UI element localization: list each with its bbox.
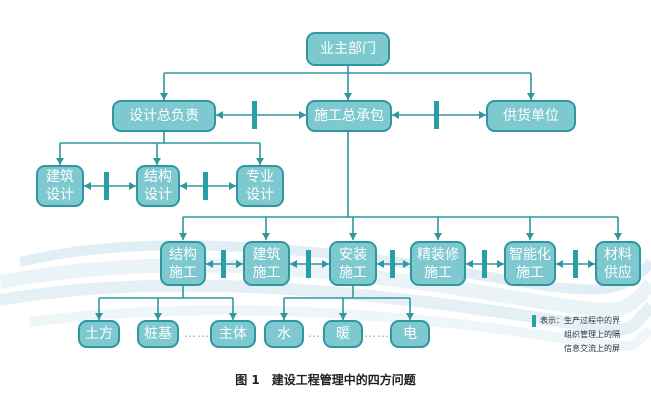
- barrier-smart-material: [573, 250, 578, 278]
- node-special-design: 专业 设计: [236, 165, 284, 207]
- arrow-l4-4a: [466, 260, 473, 268]
- legend-row-1: 表示：生产过程中的界: [540, 316, 620, 325]
- arrow-l4-2b: [322, 260, 329, 268]
- barrier-arch-struct-design: [104, 172, 109, 200]
- arrow-l4-3b: [403, 260, 410, 268]
- arrow-to-arch-build: [262, 233, 270, 240]
- node-supply: 供货单位: [486, 100, 576, 132]
- node-owner: 业主部门: [306, 32, 390, 66]
- arrow-to-material: [614, 233, 622, 240]
- arrow-l3-d: [229, 182, 236, 190]
- arrow-left-design: [216, 111, 223, 119]
- arrow-l4-5a: [556, 260, 563, 268]
- node-arch-build: 建筑 施工: [243, 241, 290, 286]
- arrow-right-construction-a: [299, 111, 306, 119]
- arrow-to-struct-build: [179, 233, 187, 240]
- arrow-to-body: [229, 313, 237, 320]
- figure-title: 建设工程管理中的四方问题: [271, 373, 416, 387]
- barrier-bars: [104, 101, 578, 278]
- figure-number: 图 1: [235, 373, 260, 387]
- node-install: 安装 施工: [329, 241, 377, 286]
- barrier-design-construction: [252, 101, 257, 129]
- barrier-finish-smart: [482, 250, 487, 278]
- node-struct-design: 结构 设计: [136, 165, 180, 207]
- figure-caption: 图 1 建设工程管理中的四方问题: [0, 371, 651, 388]
- arrow-to-design: [160, 93, 168, 100]
- node-body: 主体: [210, 320, 256, 348]
- barrier-install-finish: [390, 250, 395, 278]
- arrow-to-special-design: [256, 158, 264, 165]
- node-smart: 智能化 施工: [504, 241, 556, 286]
- arrow-to-install: [349, 233, 357, 240]
- node-water: 水: [264, 320, 304, 348]
- ellipsis-design: ……: [184, 326, 210, 340]
- arrow-l4-1a: [206, 260, 213, 268]
- arrow-to-smart: [526, 233, 534, 240]
- arrow-to-elec: [406, 313, 414, 320]
- ellipsis-install: ……: [364, 326, 390, 340]
- arrow-l3-a: [84, 182, 91, 190]
- legend-row-3: 信息交流上的屏: [564, 344, 620, 353]
- arrow-l3-b: [129, 182, 136, 190]
- arrow-to-heat: [339, 313, 347, 320]
- arrow-to-finish: [434, 233, 442, 240]
- barrier-arch-install: [306, 250, 311, 278]
- arrow-to-supply: [527, 93, 535, 100]
- node-construction: 施工总承包: [306, 100, 392, 132]
- node-arch-design: 建筑 设计: [36, 165, 84, 207]
- arrow-l4-5b: [588, 260, 595, 268]
- node-heat: 暖: [323, 320, 363, 348]
- arrowheads: [56, 93, 622, 320]
- node-elec: 电: [390, 320, 430, 348]
- ellipsis-install-2: ……: [308, 326, 334, 340]
- node-design: 设计总负责: [112, 100, 216, 132]
- arrow-l4-3a: [377, 260, 384, 268]
- arrow-to-arch-design: [56, 158, 64, 165]
- node-earth: 土方: [78, 320, 120, 348]
- arrow-l4-2a: [290, 260, 297, 268]
- barrier-struct-special-design: [203, 172, 208, 200]
- legend-barrier-icon: [532, 315, 536, 327]
- node-material: 材料 供应: [595, 241, 641, 286]
- arrow-l4-1b: [236, 260, 243, 268]
- arrow-to-earth: [95, 313, 103, 320]
- barrier-construction-supply: [434, 101, 439, 129]
- arrow-right-supply: [479, 111, 486, 119]
- barrier-struct-arch-build: [221, 250, 226, 278]
- legend-row-2: 组织管理上的隔: [564, 330, 620, 339]
- node-struct-build: 结构 施工: [160, 241, 206, 286]
- node-pile: 桩基: [137, 320, 179, 348]
- legend: 表示：生产过程中的界 组织管理上的隔 信息交流上的屏: [532, 314, 620, 356]
- arrow-to-water: [280, 313, 288, 320]
- node-finish: 精装修 施工: [410, 241, 466, 286]
- arrow-l3-c: [180, 182, 187, 190]
- arrow-to-pile: [154, 313, 162, 320]
- arrow-left-construction-b: [392, 111, 399, 119]
- arrow-l4-4b: [497, 260, 504, 268]
- arrow-to-construction: [344, 93, 352, 100]
- arrow-to-struct-design: [153, 158, 161, 165]
